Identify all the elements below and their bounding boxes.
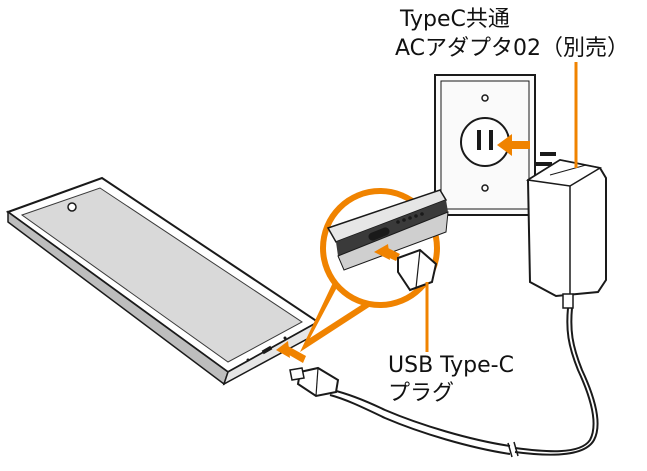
plug-label-line2: プラグ: [388, 381, 454, 406]
phone-port-arrow: [276, 341, 306, 363]
plug-label-line1: USB Type-C: [388, 353, 514, 378]
charging-cable: [329, 307, 599, 458]
usb-c-plug-small: [289, 366, 340, 398]
smartphone: [5, 176, 321, 386]
adapter-label-line2: ACアダプタ02（別売）: [395, 36, 629, 61]
adapter-label-line1: TypeC共通: [399, 7, 510, 32]
ac-adapter: [525, 152, 607, 309]
magnified-port-callout: [300, 188, 449, 352]
outlet-arrow: [497, 134, 530, 156]
